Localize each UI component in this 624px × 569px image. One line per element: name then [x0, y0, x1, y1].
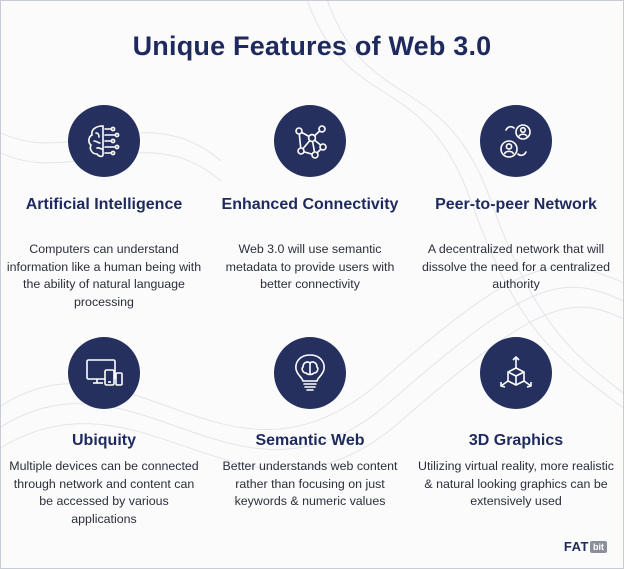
features-grid: Artificial Intelligence Computers can un… [1, 101, 623, 553]
devices-icon [86, 359, 123, 386]
feature-description: Multiple devices can be connected throug… [9, 459, 199, 526]
feature-heading: Semantic Web [255, 432, 365, 449]
feature-heading: Ubiquity [72, 432, 136, 449]
feature-icon-circle [480, 105, 552, 177]
feature-icon-circle [68, 337, 140, 409]
feature-heading: Enhanced Connectivity [221, 196, 399, 213]
feature-icon-circle [68, 105, 140, 177]
network-nodes-icon [295, 125, 327, 159]
feature-description: Computers can understand information lik… [6, 242, 202, 309]
feature-description: Web 3.0 will use semantic metadata to pr… [225, 242, 395, 291]
ai-brain-circuit-icon [88, 125, 120, 158]
users-exchange-icon [500, 124, 531, 158]
feature-heading: 3D Graphics [468, 432, 564, 449]
feature-heading: Peer-to-peer Network [435, 196, 597, 213]
feature-description: A decentralized network that will dissol… [421, 242, 611, 291]
feature-semantic-web: Semantic Web Better understands web cont… [207, 333, 413, 553]
brain-lightbulb-icon [295, 354, 325, 391]
feature-heading: Artificial Intelligence [25, 196, 183, 213]
feature-icon-circle [274, 105, 346, 177]
feature-ubiquity: Ubiquity Multiple devices can be connect… [1, 333, 207, 553]
logo-text-bit: bit [590, 540, 607, 553]
feature-description: Utilizing virtual reality, more realisti… [418, 459, 615, 508]
feature-artificial-intelligence: Artificial Intelligence Computers can un… [1, 101, 207, 333]
feature-enhanced-connectivity: Enhanced Connectivity Web 3.0 will use s… [207, 101, 413, 333]
feature-icon-circle [480, 337, 552, 409]
fatbit-logo: FAT bit [564, 539, 607, 554]
feature-description: Better understands web content rather th… [222, 459, 398, 508]
logo-text-fat: FAT [563, 539, 589, 554]
feature-peer-to-peer-network: Peer-to-peer Network A decentralized net… [413, 101, 619, 333]
3d-cube-icon [500, 356, 532, 388]
feature-icon-circle [274, 337, 346, 409]
feature-3d-graphics: 3D Graphics Utilizing virtual reality, m… [413, 333, 619, 553]
page-title: Unique Features of Web 3.0 [132, 31, 492, 61]
